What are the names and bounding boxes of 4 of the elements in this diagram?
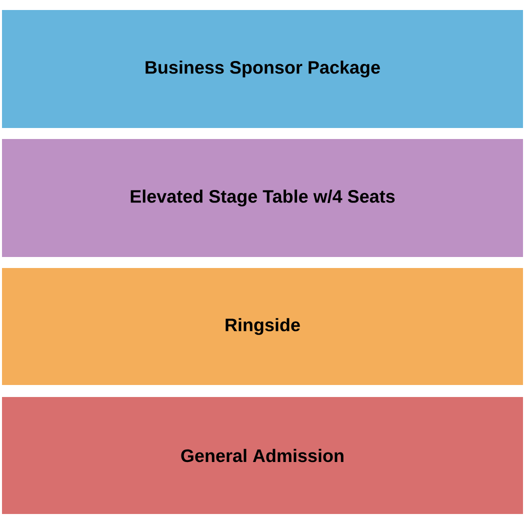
section-band: Ringside (2, 268, 523, 385)
section-band: Business Sponsor Package (2, 10, 523, 128)
section-band: General Admission (2, 397, 523, 514)
section-band: Elevated Stage Table w/4 Seats (2, 139, 523, 257)
